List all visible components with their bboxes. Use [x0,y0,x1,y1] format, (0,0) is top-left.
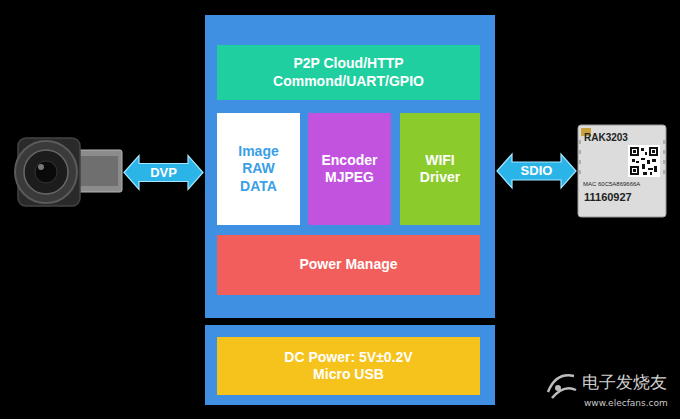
box-label: Power Manage [299,256,397,274]
bus-arrow [124,156,203,190]
box-label: DC Power: 5V±0.2V Micro USB [274,349,424,384]
dc-power-box: DC Power: 5V±0.2V Micro USB [217,337,480,395]
box-label: Image RAW DATA [229,143,289,196]
wifi-module-illustration [578,125,666,217]
camera-box [10,125,122,220]
module-marking: 11160927 [584,191,632,205]
protocol-band: P2P Cloud/HTTP Commond/UART/GPIO [217,45,480,100]
module-marking: RAK3203 [584,132,628,145]
watermark-logo [548,375,576,398]
bus-label: DVP [148,165,179,181]
camera-illustration [15,138,122,206]
wifi-module: RAK3203MAC 60C5A869666A 11160927 [578,125,666,217]
module-marking: MAC 60C5A869666A [583,181,640,189]
power-band: Power Manage [217,235,480,295]
power-supply-box: DC Power: 5V±0.2V Micro USB [205,325,495,405]
encoder-box: Encoder MJPEG [308,113,391,225]
box-label: WIFI Driver [410,152,470,187]
box-label: P2P Cloud/HTTP Commond/UART/GPIO [264,55,434,90]
qr-code [628,145,660,177]
watermark: www.elecfans.com [584,398,668,408]
box-label: Encoder MJPEG [315,152,385,187]
bus-label: SDIO [519,163,555,179]
image-box: Image RAW DATA [217,113,300,225]
bus-arrow [497,154,576,188]
watermark: 电子发烧友 [582,371,667,394]
wifi-driver-box: WIFI Driver [400,113,480,225]
processor-box: P2P Cloud/HTTP Commond/UART/GPIO Image RA… [205,15,495,318]
